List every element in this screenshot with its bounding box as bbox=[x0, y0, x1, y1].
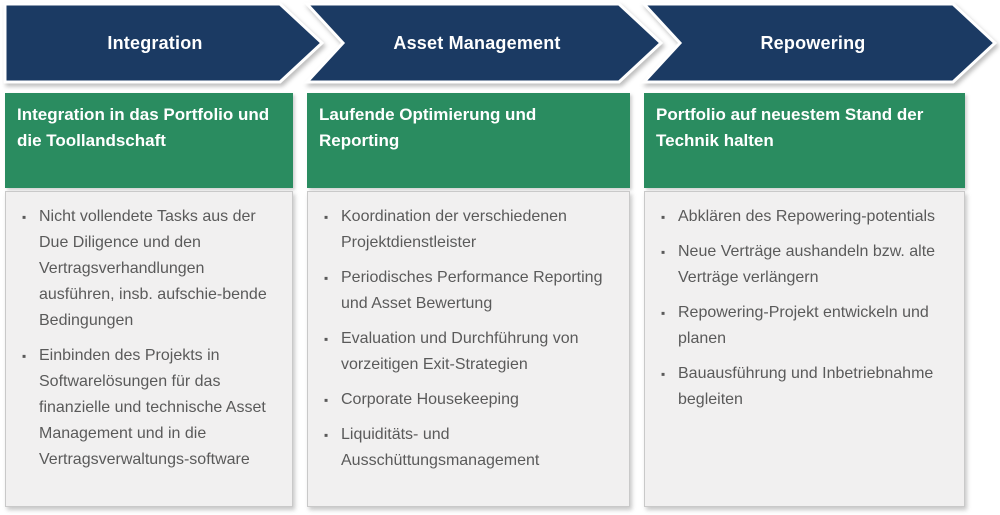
bullet-item: Repowering-Projekt entwickeln und planen bbox=[657, 300, 956, 352]
bullet-list: Abklären des Repowering-potentials Neue … bbox=[657, 204, 956, 413]
phase-title-repowering: Repowering bbox=[760, 32, 866, 53]
bullet-item: Periodisches Performance Reporting und A… bbox=[320, 265, 621, 317]
column-subtitle: Integration in das Portfolio und die Too… bbox=[5, 93, 293, 188]
bullet-item: Abklären des Repowering-potentials bbox=[657, 204, 956, 230]
column-body: Abklären des Repowering-potentials Neue … bbox=[644, 191, 965, 507]
bullet-item: Evaluation und Durchführung von vorzeiti… bbox=[320, 326, 621, 378]
bullet-item: Nicht vollendete Tasks aus der Due Dilig… bbox=[18, 204, 284, 334]
bullet-item: Neue Verträge aushandeln bzw. alte Vertr… bbox=[657, 239, 956, 291]
column-asset-management: Laufende Optimierung und Reporting Koord… bbox=[307, 93, 630, 507]
bullet-item: Liquiditäts- und Ausschüttungsmanagement bbox=[320, 422, 621, 474]
column-body: Nicht vollendete Tasks aus der Due Dilig… bbox=[5, 191, 293, 507]
bullet-item: Einbinden des Projekts in Softwarelösung… bbox=[18, 343, 284, 473]
chevron-arrow-repowering bbox=[640, 2, 998, 84]
phase-title-asset-management: Asset Management bbox=[393, 32, 561, 53]
column-subtitle: Portfolio auf neuestem Stand der Technik… bbox=[644, 93, 965, 188]
column-subtitle: Laufende Optimierung und Reporting bbox=[307, 93, 630, 188]
column-body: Koordination der verschiedenen Projektdi… bbox=[307, 191, 630, 507]
bullet-item: Bauausführung und Inbetriebnahme begleit… bbox=[657, 361, 956, 413]
column-integration: Integration in das Portfolio und die Too… bbox=[5, 93, 293, 507]
bullet-item: Koordination der verschiedenen Projektdi… bbox=[320, 204, 621, 256]
bullet-list: Koordination der verschiedenen Projektdi… bbox=[320, 204, 621, 474]
phase-title-integration: Integration bbox=[107, 32, 203, 53]
bullet-list: Nicht vollendete Tasks aus der Due Dilig… bbox=[18, 204, 284, 473]
bullet-item: Corporate Housekeeping bbox=[320, 387, 621, 413]
column-repowering: Portfolio auf neuestem Stand der Technik… bbox=[644, 93, 965, 507]
chevron-arrow-integration bbox=[3, 2, 325, 84]
chevron-arrow-asset-management bbox=[303, 2, 664, 84]
